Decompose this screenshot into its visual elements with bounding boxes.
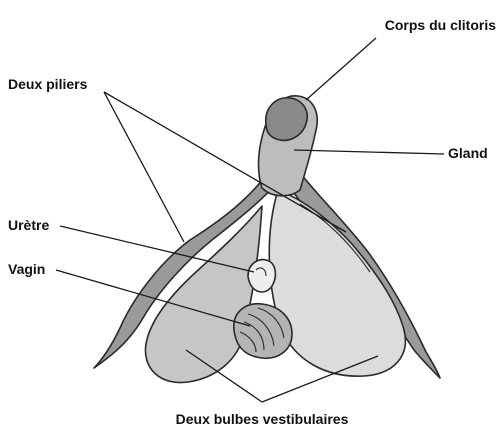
label-gland: Gland [448, 145, 488, 161]
label-deux-bulbes-vestibulaires: Deux bulbes vestibulaires [176, 411, 349, 427]
urethra-opening [248, 260, 275, 292]
label-uretre: Urètre [8, 217, 49, 233]
leader-gland [294, 150, 444, 154]
label-vagin: Vagin [8, 261, 45, 277]
label-deux-piliers: Deux piliers [8, 76, 88, 92]
leader-corps [306, 38, 376, 100]
label-corps-du-clitoris: Corps du clitoris [385, 17, 496, 33]
